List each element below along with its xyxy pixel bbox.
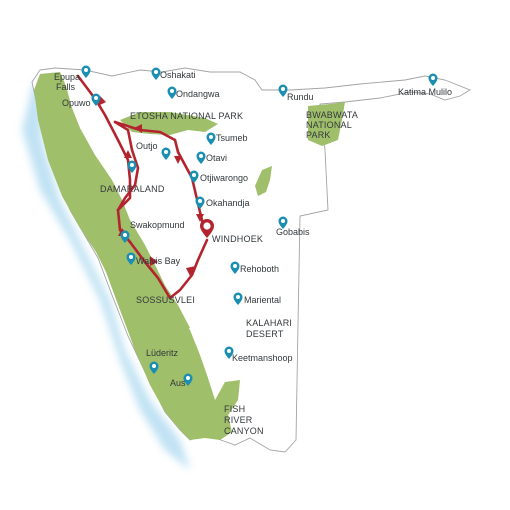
map-pin-icon-gobabis[interactable] bbox=[278, 216, 288, 230]
map-pin-icon-mariental[interactable] bbox=[233, 292, 243, 306]
map-pin-icon-otjiwarongo[interactable] bbox=[189, 170, 199, 184]
route-damaraland-to-outjo bbox=[113, 120, 140, 212]
pin-hole bbox=[186, 376, 190, 380]
map-pin-icon-walvis-bay[interactable] bbox=[126, 252, 136, 266]
label-ondangwa: Ondangwa bbox=[176, 89, 220, 99]
label-bwabwata-line1: BWABWATA bbox=[306, 110, 358, 120]
label-walvis-bay: Walvis Bay bbox=[136, 256, 181, 266]
map-pin-icon-aus[interactable] bbox=[183, 373, 193, 387]
label-luderitz: Lüderitz bbox=[146, 348, 179, 358]
label-mariental: Mariental bbox=[244, 295, 281, 305]
label-swakopmund: Swakopmund bbox=[130, 220, 185, 230]
pin-hole bbox=[227, 349, 231, 353]
pin-hole bbox=[170, 89, 174, 93]
map-pin-icon-keetmanshoop[interactable] bbox=[224, 346, 234, 360]
route-windhoek-to-sossusvlei bbox=[168, 238, 209, 300]
country-outline bbox=[31, 67, 472, 453]
label-bwabwata-line2: NATIONAL bbox=[306, 120, 352, 130]
map-pin-icon-okahandja[interactable] bbox=[195, 196, 205, 210]
label-fish-river-line1: FISH bbox=[224, 404, 245, 414]
map-pin-icon-swakopmund[interactable] bbox=[120, 230, 130, 244]
label-tsumeb: Tsumeb bbox=[216, 133, 248, 143]
map-pin-icon-damaraland[interactable] bbox=[127, 160, 137, 174]
route-arrow bbox=[124, 150, 132, 158]
label-katima-mulilo: Katima Mulilo bbox=[398, 87, 452, 97]
map-pin-icon-katima-mulilo[interactable] bbox=[428, 73, 438, 87]
route-outjo-to-etosha bbox=[113, 120, 180, 154]
location-pins bbox=[81, 65, 438, 387]
label-otavi: Otavi bbox=[206, 153, 227, 163]
label-aus: Aus bbox=[170, 378, 186, 388]
label-rundu: Rundu bbox=[287, 92, 314, 102]
label-epupa-falls-line2: Falls bbox=[56, 82, 76, 92]
label-kalahari-line1: KALAHARI bbox=[246, 318, 292, 328]
pin-hole bbox=[123, 233, 127, 237]
route-arrow bbox=[174, 156, 182, 164]
pin-hole bbox=[281, 219, 285, 223]
map-pin-icon-rundu[interactable] bbox=[278, 84, 288, 98]
pin-hole bbox=[209, 135, 213, 139]
label-damaraland: DAMARALAND bbox=[100, 184, 165, 194]
label-outjo: Outjo bbox=[136, 141, 158, 151]
label-sossusvlei: SOSSUSVLEI bbox=[136, 295, 195, 305]
map-pin-icon-otavi[interactable] bbox=[196, 151, 206, 165]
map-pin-icon-rehoboth[interactable] bbox=[230, 261, 240, 275]
label-oshakati: Oshakati bbox=[160, 70, 196, 80]
pin-hole bbox=[130, 163, 134, 167]
pin-hole bbox=[281, 87, 285, 91]
label-bwabwata-line3: PARK bbox=[306, 130, 331, 140]
route-arrow bbox=[134, 124, 142, 133]
map-pin-icon-outjo[interactable] bbox=[161, 147, 171, 161]
route-arrow bbox=[186, 266, 196, 276]
pin-hole bbox=[233, 264, 237, 268]
pin-hole bbox=[84, 68, 88, 72]
destination-pin-icon[interactable] bbox=[200, 219, 214, 238]
map-pin-icon-oshakati[interactable] bbox=[151, 67, 161, 81]
map-pin-icon-ondangwa[interactable] bbox=[167, 86, 177, 100]
pin-hole bbox=[199, 154, 203, 158]
label-windhoek: WINDHOEK bbox=[212, 234, 263, 244]
route-sossusvlei-to-walvis bbox=[128, 240, 172, 300]
map-pin-icon-opuwo[interactable] bbox=[91, 93, 101, 107]
pin-hole bbox=[192, 173, 196, 177]
pin-hole bbox=[152, 364, 156, 368]
map-pin-icon-epupa-falls[interactable] bbox=[81, 65, 91, 79]
waterberg-park bbox=[255, 166, 272, 196]
label-fish-river-line3: CANYON bbox=[224, 426, 264, 436]
pin-hole bbox=[431, 76, 435, 80]
label-fish-river-line2: RIVER bbox=[224, 415, 253, 425]
label-opuwo: Opuwo bbox=[62, 98, 91, 108]
pin-hole bbox=[236, 295, 240, 299]
label-keetmanshoop: Keetmanshoop bbox=[232, 353, 293, 363]
label-okahandja: Okahandja bbox=[206, 198, 250, 208]
map-pin-icon-luderitz[interactable] bbox=[149, 361, 159, 375]
label-otjiwarongo: Otjiwarongo bbox=[200, 173, 248, 183]
label-rehoboth: Rehoboth bbox=[240, 264, 279, 274]
route-arrow bbox=[196, 214, 204, 222]
label-kalahari-line2: DESERT bbox=[246, 329, 284, 339]
label-gobabis: Gobabis bbox=[276, 227, 310, 237]
label-etosha-national-park: ETOSHA NATIONAL PARK bbox=[130, 111, 243, 121]
route-arrow bbox=[150, 256, 158, 266]
pin-hole bbox=[154, 70, 158, 74]
label-epupa-falls-line1: Epupa bbox=[54, 72, 80, 82]
map-pin-icon-tsumeb[interactable] bbox=[206, 132, 216, 146]
bwabwata-national-park bbox=[308, 102, 345, 146]
pin-hole bbox=[94, 96, 98, 100]
pin-hole bbox=[164, 150, 168, 154]
pin-hole bbox=[198, 199, 202, 203]
pin-hole bbox=[129, 255, 133, 259]
